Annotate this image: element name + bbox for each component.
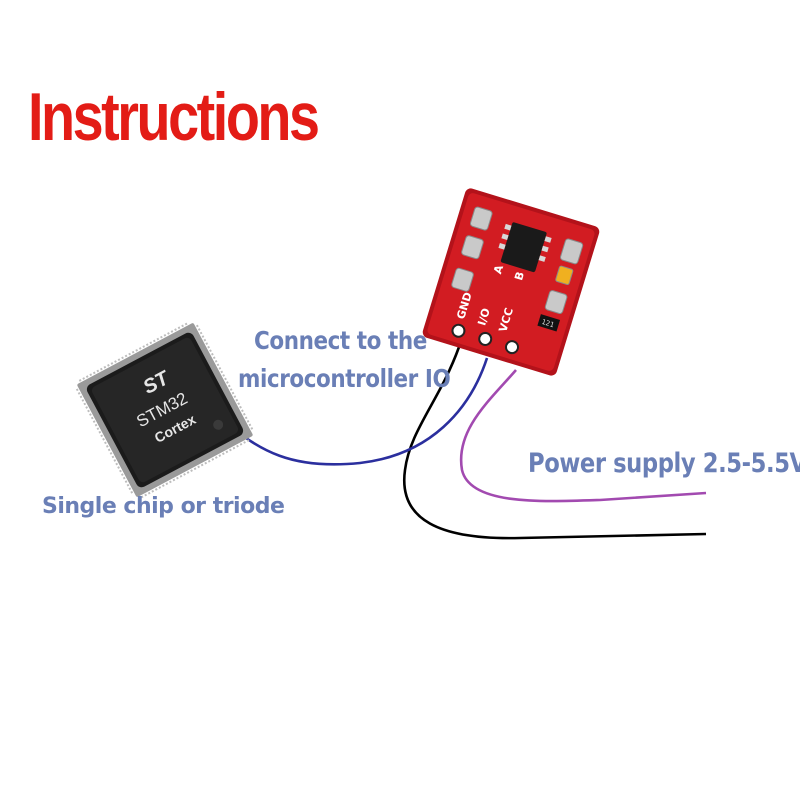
power-supply-label: Power supply 2.5-5.5V xyxy=(528,448,800,479)
pin-label-io: I/O xyxy=(475,307,493,328)
pin-hole-vcc xyxy=(504,340,519,355)
pad-label-b: B xyxy=(512,270,527,282)
single-chip-label: Single chip or triode xyxy=(42,494,285,519)
gnd-wire xyxy=(402,346,707,540)
io-wire xyxy=(225,357,489,466)
resistor-marking: 121 xyxy=(541,318,555,329)
connect-label-line2: microcontroller IO xyxy=(238,364,451,393)
vcc-wire xyxy=(459,369,707,503)
connect-label-line1: Connect to the xyxy=(254,326,427,355)
microcontroller-chip: ST STM32 Cortex xyxy=(75,321,255,499)
pin-hole-io xyxy=(478,331,493,346)
touch-module: 121 GND I/O VCC A B xyxy=(422,188,600,376)
pin-hole-gnd xyxy=(451,323,466,338)
page-title: Instructions xyxy=(28,79,320,155)
